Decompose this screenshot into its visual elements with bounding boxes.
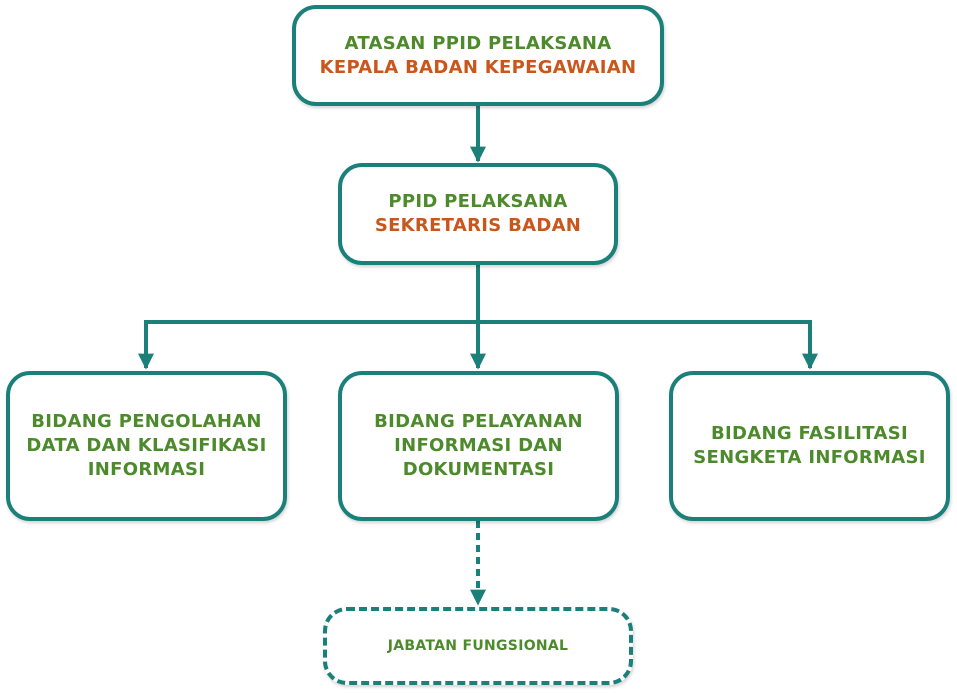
node-atasan-title: ATASAN PPID PELAKSANA: [344, 32, 612, 54]
node-ppid-title: PPID PELAKSANA: [388, 191, 568, 212]
node-right-line2: SENGKETA INFORMASI: [693, 447, 926, 468]
node-ppid-pelaksana: PPID PELAKSANA SEKRETARIS BADAN: [338, 163, 618, 265]
node-jabatan-fungsional: JABATAN FUNGSIONAL: [323, 607, 633, 685]
node-left-line1: BIDANG PENGOLAHAN: [31, 411, 262, 432]
node-atasan-ppid: ATASAN PPID PELAKSANA KEPALA BADAN KEPEG…: [292, 5, 664, 106]
node-bottom-label: JABATAN FUNGSIONAL: [387, 638, 569, 654]
node-center-line1: BIDANG PELAYANAN: [374, 411, 583, 432]
node-right-line1: BIDANG FASILITASI: [711, 423, 908, 444]
node-atasan-subtitle: KEPALA BADAN KEPEGAWAIAN: [319, 56, 637, 78]
node-center-line2: INFORMASI DAN: [394, 435, 563, 456]
node-left-line2: DATA DAN KLASIFIKASI: [26, 435, 267, 456]
node-center-line3: DOKUMENTASI: [402, 459, 555, 480]
node-ppid-subtitle: SEKRETARIS BADAN: [374, 215, 582, 236]
node-left-line3: INFORMASI: [87, 459, 206, 480]
node-bidang-pelayanan: BIDANG PELAYANAN INFORMASI DAN DOKUMENTA…: [338, 371, 619, 521]
node-bidang-fasilitasi: BIDANG FASILITASI SENGKETA INFORMASI: [669, 371, 950, 521]
node-bidang-pengolahan: BIDANG PENGOLAHAN DATA DAN KLASIFIKASI I…: [6, 371, 287, 521]
